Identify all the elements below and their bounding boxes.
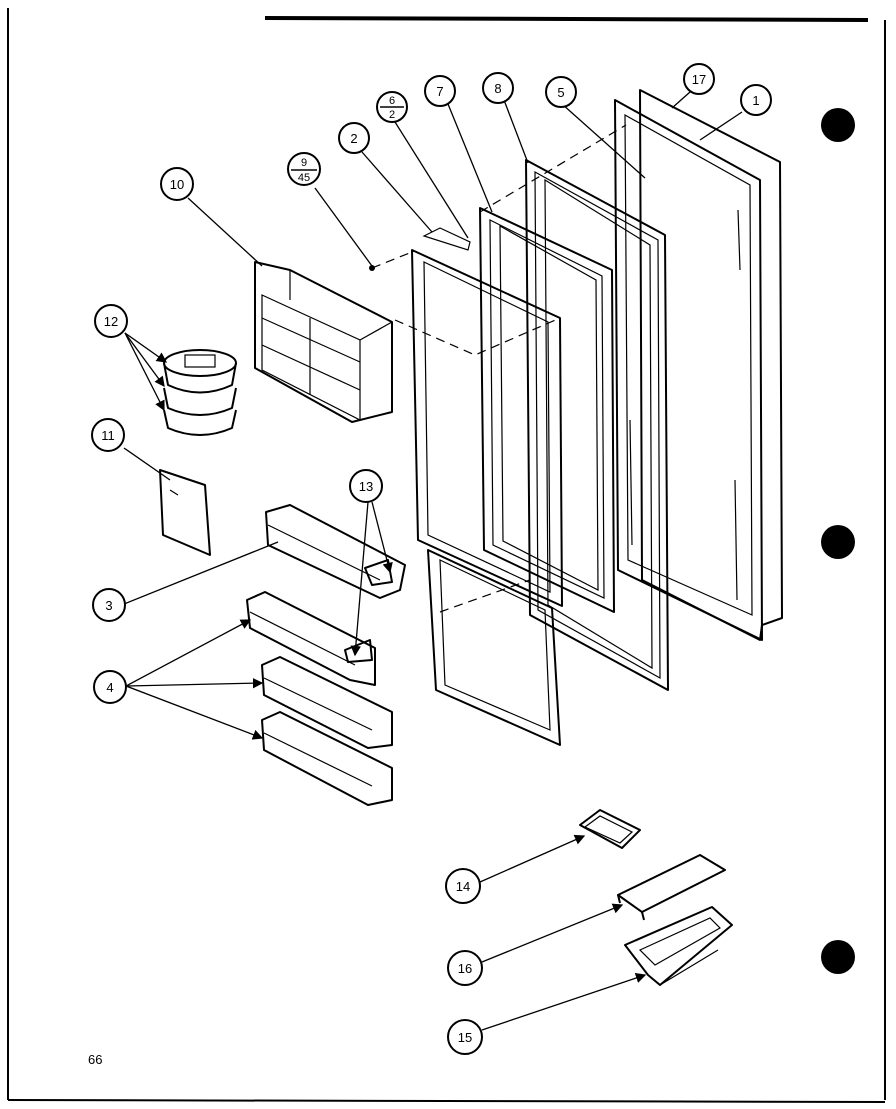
callout-5: 5 xyxy=(545,76,577,108)
page-top-edge xyxy=(264,16,869,22)
svg-text:13: 13 xyxy=(359,479,373,494)
binder-hole-middle xyxy=(821,525,855,559)
part-2-door-frame xyxy=(411,227,563,746)
svg-text:10: 10 xyxy=(170,177,184,192)
part-11-cover xyxy=(159,469,211,556)
callout-12: 12 xyxy=(94,304,128,338)
callout-10: 10 xyxy=(160,167,194,201)
callout-17: 17 xyxy=(683,63,715,95)
dashed-guide-2 xyxy=(479,124,627,213)
leader-lines xyxy=(123,91,743,1031)
dashed-guide-1 xyxy=(371,251,413,269)
svg-text:11: 11 xyxy=(101,428,115,443)
callout-1: 1 xyxy=(740,84,772,116)
callout-6-2: 6 2 xyxy=(376,91,408,123)
callout-9-45: 9 45 xyxy=(287,152,321,186)
callout-15: 15 xyxy=(447,1019,483,1055)
part-15-ice-bin xyxy=(624,906,733,986)
svg-text:17: 17 xyxy=(692,72,706,87)
svg-text:8: 8 xyxy=(494,81,501,96)
svg-text:9: 9 xyxy=(301,157,307,169)
callout-4: 4 xyxy=(93,670,127,704)
svg-text:1: 1 xyxy=(752,93,759,108)
svg-text:7: 7 xyxy=(436,84,443,99)
svg-text:2: 2 xyxy=(350,131,357,146)
svg-text:5: 5 xyxy=(557,85,564,100)
svg-text:14: 14 xyxy=(456,879,470,894)
part-4-bin-lower xyxy=(261,711,393,806)
callout-3: 3 xyxy=(92,588,126,622)
part-12-containers xyxy=(163,349,237,436)
binder-hole-top xyxy=(821,108,855,142)
svg-text:16: 16 xyxy=(458,961,472,976)
part-5-door-liner xyxy=(525,159,669,691)
binder-hole-bottom xyxy=(821,940,855,974)
part-1-outer-door xyxy=(614,89,783,641)
svg-text:2: 2 xyxy=(389,109,395,121)
svg-text:45: 45 xyxy=(298,172,310,184)
svg-text:3: 3 xyxy=(105,598,112,613)
page-number: 66 xyxy=(88,1052,102,1067)
part-4-bin-middle xyxy=(261,656,393,749)
svg-text:6: 6 xyxy=(389,95,395,107)
svg-text:4: 4 xyxy=(106,680,113,695)
part-3-door-bin xyxy=(265,504,406,599)
svg-text:15: 15 xyxy=(458,1030,472,1045)
part-10-dairy-rack xyxy=(254,261,393,423)
callout-13: 13 xyxy=(349,469,383,503)
dashed-guide-4 xyxy=(439,579,531,613)
callout-14: 14 xyxy=(445,868,481,904)
part-16-lid xyxy=(617,854,726,921)
callout-8: 8 xyxy=(482,72,514,104)
callout-7: 7 xyxy=(424,75,456,107)
part-14-tray xyxy=(579,809,641,849)
svg-text:12: 12 xyxy=(104,314,118,329)
callout-11: 11 xyxy=(91,418,125,452)
callout-16: 16 xyxy=(447,950,483,986)
part-9-screw xyxy=(369,265,375,271)
page-bottom-edge xyxy=(7,1099,886,1103)
dashed-guide-3 xyxy=(394,317,561,356)
part-7-gasket xyxy=(479,207,615,613)
callout-2: 2 xyxy=(338,122,370,154)
